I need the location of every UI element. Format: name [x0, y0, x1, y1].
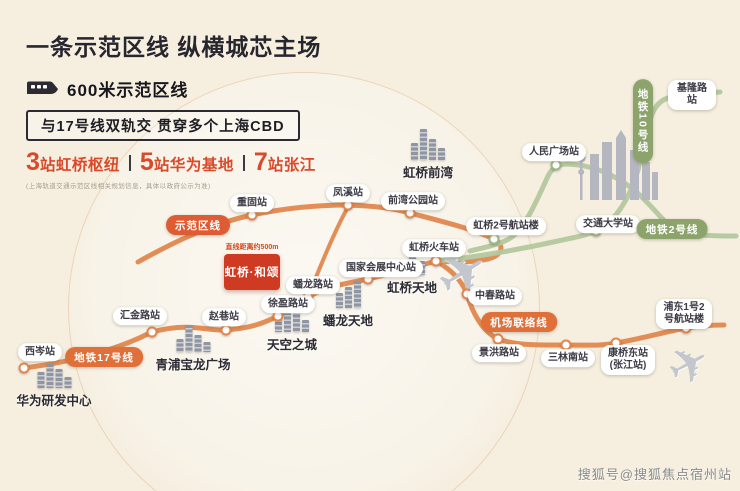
stat-number: 5: [139, 148, 154, 176]
landmark-4: 蟠龙天地: [323, 281, 373, 329]
station-dot: [18, 362, 30, 374]
buildings-illustration: [335, 281, 361, 308]
project-distance-note: 直线距离约500m: [225, 244, 279, 251]
station-label: 虹桥火车站: [402, 239, 466, 257]
station-label: 汇金路站: [113, 307, 167, 325]
station-label: 人民广场站: [522, 143, 586, 161]
landmark-2: 青浦宝龙广场: [155, 325, 231, 373]
landmark-label: 青浦宝龙广场: [155, 358, 231, 372]
project-logo-box: 虹桥·和颂: [224, 254, 280, 290]
station-label: 国家会展中心站: [339, 259, 423, 277]
line-badge: 地铁2号线: [636, 219, 708, 239]
station-label: 赵巷站: [202, 308, 246, 326]
landmark-label: 华为研发中心: [16, 394, 92, 408]
train-icon: [27, 81, 58, 94]
station-label: 蟠龙路站: [286, 276, 340, 294]
project-badge: 直线距离约500m 虹桥·和颂: [224, 242, 280, 290]
station-label: 西岑站: [18, 343, 62, 361]
station-label: 交通大学站: [576, 215, 640, 233]
station-dot: [488, 233, 500, 245]
station-label: 康桥东站 (张江站): [601, 345, 655, 375]
station-label: 基隆路站: [668, 80, 716, 110]
stat-label: 站华为基地: [153, 157, 234, 174]
line-badge: 地铁10号线: [633, 79, 653, 163]
landmark-label: 天空之城: [266, 338, 318, 352]
landmark-label: 虹桥前湾: [402, 166, 454, 180]
page-title: 一条示范区线 纵横城芯主场: [26, 34, 322, 60]
subtitle-box: 与17号线双轨交 贯穿多个上海CBD: [26, 110, 300, 141]
station-label: 浦东1号2号航站楼: [656, 299, 712, 329]
stat-number: 7: [253, 148, 268, 176]
line-badge: 地铁17号线: [65, 347, 143, 367]
range-label: 600米示范区线: [67, 81, 189, 100]
station-dot: [146, 326, 158, 338]
stat-number: 3: [26, 148, 40, 176]
station-label: 凤溪站: [326, 184, 370, 202]
landmark-label: 蟠龙天地: [322, 314, 374, 328]
station-label: 前湾公园站: [381, 192, 445, 210]
line-badge: 示范区线: [166, 215, 230, 235]
landmark-6: 虹桥前湾: [403, 129, 453, 181]
stats-separator: [128, 154, 131, 171]
station-label: 景洪路站: [472, 344, 526, 362]
line-badge: 机场联络线: [481, 312, 557, 332]
header: 一条示范区线 纵横城芯主场 600米示范区线 与17号线双轨交 贯穿多个上海CB…: [26, 28, 386, 190]
station-dot: [492, 333, 504, 345]
landmark-3: 天空之城: [267, 303, 317, 353]
buildings-illustration: [410, 129, 445, 160]
station-dot: [550, 159, 562, 171]
stat-label: 站张江: [267, 157, 316, 174]
buildings-illustration: [274, 303, 309, 332]
station-label: 重固站: [230, 194, 274, 212]
buildings-illustration: [36, 364, 71, 388]
stats-separator: [242, 154, 245, 171]
stat-label: 站虹桥枢纽: [39, 157, 120, 174]
watermark-text: 搜狐号@搜狐焦点宿州站: [577, 467, 732, 482]
station-label: 虹桥2号航站楼: [466, 217, 546, 235]
landmark-label: 虹桥天地: [386, 281, 438, 295]
station-label: 徐盈路站: [261, 295, 315, 313]
station-label: 三林南站: [541, 349, 595, 367]
buildings-illustration: [175, 325, 210, 352]
station-dot: [430, 255, 442, 267]
station-label: 中春路站: [468, 287, 522, 305]
metro-line-demo-line: [135, 202, 504, 265]
station-dot: [220, 324, 232, 336]
landmark-1: 华为研发中心: [16, 364, 92, 409]
disclaimer-text: (上海轨道交通示范区线相关规划信息，具体以政府公示为准): [26, 183, 211, 190]
range-row: 600米示范区线: [26, 76, 386, 101]
